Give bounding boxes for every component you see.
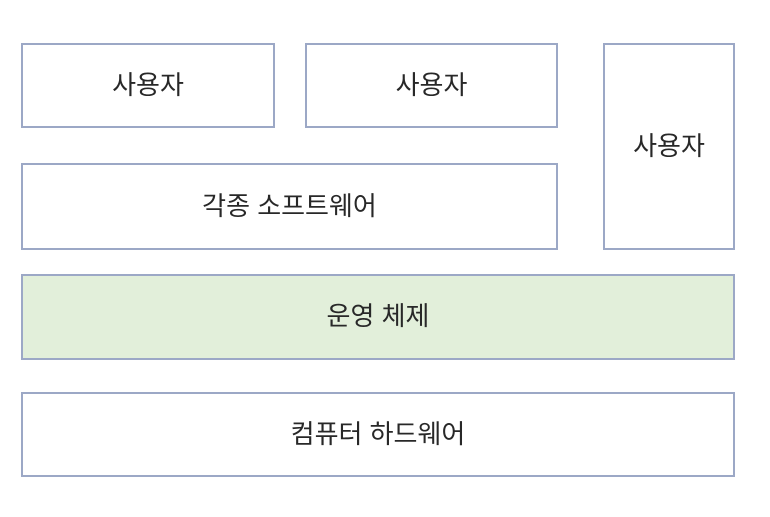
software-box: 각종 소프트웨어 [21, 163, 558, 250]
operating-system-box: 운영 체제 [21, 274, 735, 360]
user-box-1: 사용자 [21, 43, 275, 128]
user-box-3: 사용자 [603, 43, 735, 250]
user-box-2-label: 사용자 [395, 69, 468, 100]
operating-system-box-label: 운영 체제 [326, 301, 430, 332]
hardware-box-label: 컴퓨터 하드웨어 [290, 418, 466, 449]
hardware-box: 컴퓨터 하드웨어 [21, 392, 735, 477]
user-box-2: 사용자 [305, 43, 558, 128]
user-box-3-label: 사용자 [633, 130, 705, 161]
software-box-label: 각종 소프트웨어 [202, 190, 377, 221]
user-box-1-label: 사용자 [112, 69, 184, 100]
